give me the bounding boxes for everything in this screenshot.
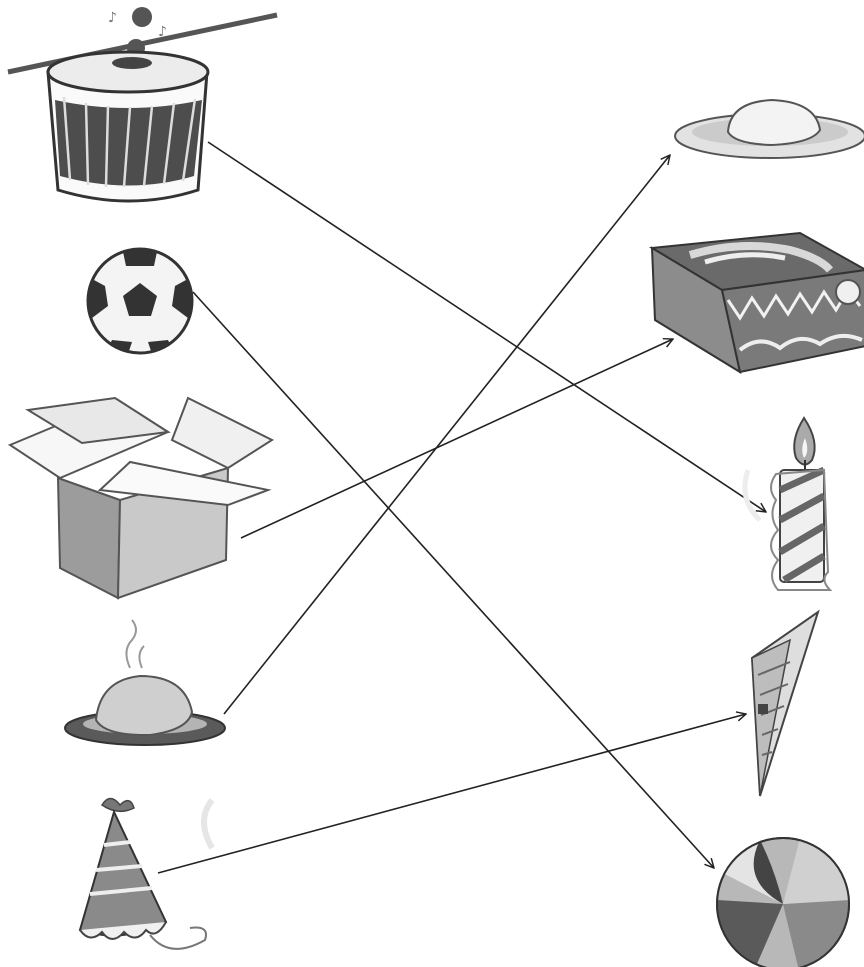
svg-text:♪: ♪ [158, 24, 167, 40]
party-hat-icon [78, 797, 207, 950]
watermark-mark [742, 469, 762, 522]
paper-cone-icon [750, 609, 820, 797]
arrow-bun-to-bun-plate [223, 155, 670, 715]
arrow-drum-to-candle [207, 141, 766, 512]
svg-text:♪: ♪ [108, 10, 117, 26]
arrow-box-to-gift-box [240, 339, 673, 539]
beach-ball-icon [716, 837, 850, 967]
steaming-bun-icon [64, 619, 226, 746]
open-box-icon [7, 396, 275, 600]
gift-box-icon [648, 231, 864, 375]
bun-plate-icon [674, 98, 864, 159]
drum-icon: ♪ ♪ [7, 7, 278, 203]
arrow-party-hat-to-paper-cone [157, 714, 746, 874]
arrow-soccer-ball-to-beach-ball [192, 291, 714, 868]
watermark-mark [201, 798, 215, 850]
match-arrows [157, 141, 766, 874]
soccer-ball-icon [86, 247, 194, 355]
candle-icon [770, 416, 833, 591]
